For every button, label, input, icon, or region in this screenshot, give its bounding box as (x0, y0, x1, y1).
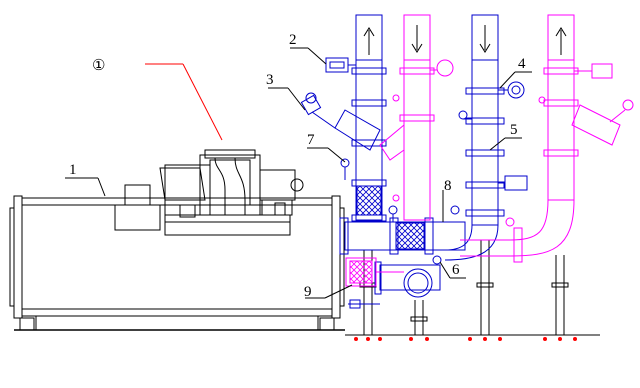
supply-piping (300, 14, 528, 309)
callout-6: 6 (452, 262, 460, 278)
callout-circled-1: ① (92, 58, 105, 74)
flow-arrows-supply (363, 25, 491, 55)
support-feet (354, 337, 577, 341)
return-piping (345, 14, 634, 287)
callout-9: 9 (304, 284, 312, 300)
callout-8: 8 (444, 178, 452, 194)
leader-lines (65, 47, 532, 299)
callout-5: 5 (510, 122, 518, 138)
pipe-supports (345, 240, 600, 336)
callout-4: 4 (518, 56, 526, 72)
callout-1-leader (145, 63, 223, 141)
callout-1: 1 (69, 162, 77, 178)
callout-3: 3 (266, 72, 274, 88)
callout-7: 7 (307, 132, 315, 148)
chiller-unit (9, 149, 345, 331)
flow-arrows-return (411, 25, 567, 55)
callout-2: 2 (289, 32, 297, 48)
